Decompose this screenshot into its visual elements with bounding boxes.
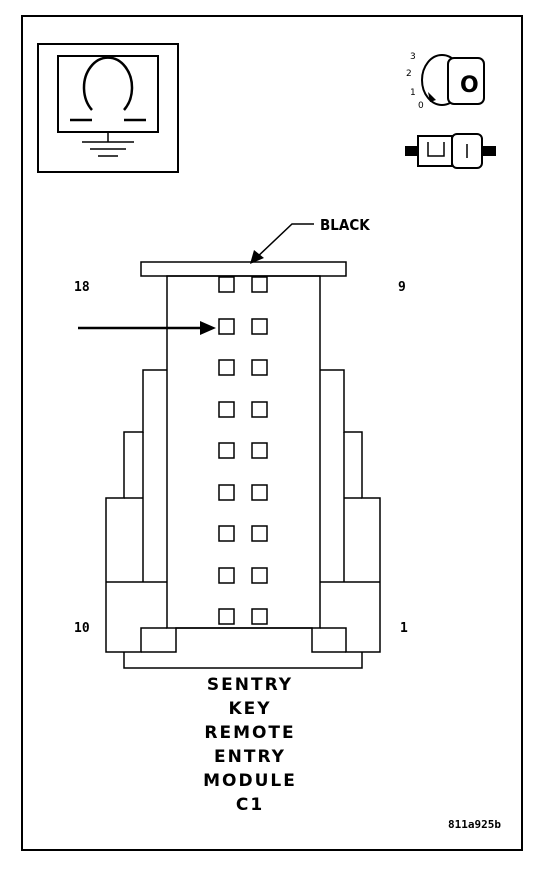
connector-plug-icon [405,133,496,169]
ignition-pos-3: 3 [410,52,416,62]
indicator-arrow [78,321,216,335]
key-symbol: O [460,73,479,98]
cavity-r7-c1 [218,525,235,542]
cavity-grid [218,276,268,625]
pin-number-10: 10 [74,621,90,636]
pin-number-1: 1 [400,621,408,636]
title-line-1: SENTRY [207,675,293,695]
cavity-r5-c1 [218,442,235,459]
cavity-r3-c2 [251,359,268,376]
figure-id: 811a925b [448,818,501,831]
title-line-4: ENTRY [214,747,286,767]
cavity-r9-c1 [218,608,235,625]
cavity-r7-c2 [251,525,268,542]
ignition-pos-2: 2 [406,69,412,79]
title-line-3: REMOTE [204,723,295,743]
title-line-2: KEY [228,699,271,719]
cavity-r2-c1 [218,318,235,335]
cavity-r8-c2 [251,567,268,584]
title-line-5: MODULE [203,771,297,791]
outer-frame [21,15,523,851]
cavity-r6-c1 [218,484,235,501]
color-callout-label: BLACK [320,216,370,234]
cavity-r2-c2 [251,318,268,335]
title-line-6: C1 [236,795,264,815]
callout-arrowhead [250,250,264,264]
callout-leader-line [253,223,314,261]
cavity-r1-c2 [251,276,268,293]
pin-number-18: 18 [74,280,90,295]
cavity-r9-c2 [251,608,268,625]
ignition-key-icon: 3 2 1 0 O [406,52,485,111]
pin-number-9: 9 [398,280,406,295]
cavity-r4-c2 [251,401,268,418]
ground-symbol-icon [37,43,179,173]
cavity-r5-c2 [251,442,268,459]
cavity-r4-c1 [218,401,235,418]
ignition-pos-1: 1 [410,88,416,98]
cavity-r6-c2 [251,484,268,501]
cavity-r8-c1 [218,567,235,584]
cavity-r1-c1 [218,276,235,293]
cavity-r3-c1 [218,359,235,376]
connector-body [105,261,381,669]
ignition-pos-0: 0 [418,101,424,111]
